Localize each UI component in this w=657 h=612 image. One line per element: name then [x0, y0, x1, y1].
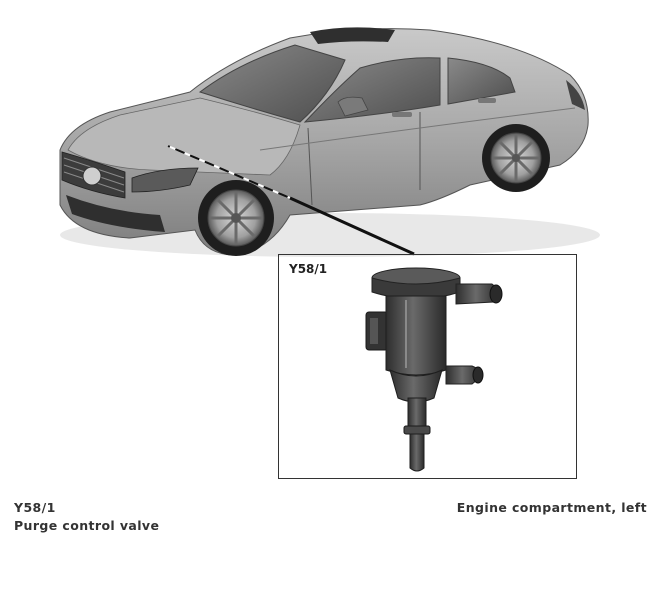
- component-location: Engine compartment, left: [456, 500, 647, 515]
- vehicle-illustration: [59, 27, 600, 472]
- detail-inset-frame: [278, 254, 577, 479]
- leader-line: [167, 145, 415, 256]
- component-code: Y58/1: [14, 500, 56, 515]
- inset-component-label: Y58/1: [289, 262, 328, 276]
- component-name: Purge control valve: [14, 518, 160, 533]
- car-drawing: [59, 27, 600, 257]
- purge-valve-drawing: [365, 267, 503, 472]
